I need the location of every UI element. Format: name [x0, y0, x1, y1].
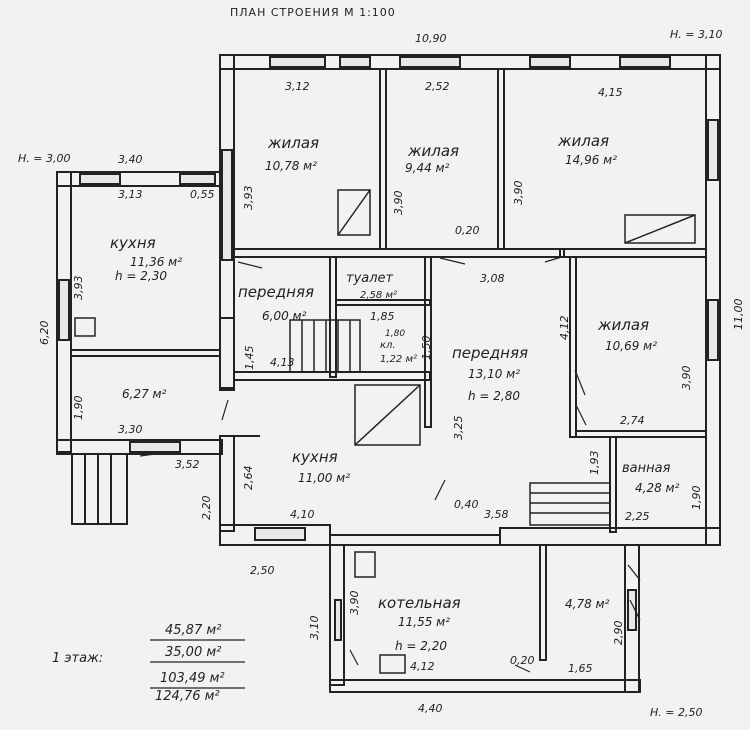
dim-label: 3,52 — [175, 458, 200, 471]
dim-label: 3,10 — [308, 616, 321, 641]
dim-label: 0,20 — [455, 224, 480, 237]
height-mark-top-left: Н. = 3,00 — [18, 152, 70, 165]
legend-line-2: 35,00 м² — [165, 645, 221, 660]
dim-label: 1,45 — [243, 346, 256, 371]
dim-label: 2,64 — [242, 466, 255, 491]
dim-label: 4,12 — [410, 660, 435, 673]
room-zhilaya-1-name: жилая — [267, 134, 319, 152]
height-mark-top-right: Н. = 3,10 — [670, 28, 722, 41]
room-zhilaya-4-area: 10,69 м² — [605, 339, 657, 353]
room-zhilaya-3-area: 14,96 м² — [565, 153, 617, 167]
dim-label: 6,20 — [38, 321, 51, 346]
room-kuhnya-2-name: кухня — [292, 448, 338, 466]
room-perednyaya-1-area: 6,00 м² — [262, 309, 307, 323]
room-627-area: 6,27 м² — [122, 387, 167, 401]
room-kotelnaya-height: h = 2,20 — [395, 639, 447, 653]
room-zhilaya-1-area: 10,78 м² — [265, 159, 317, 173]
dim-label: 3,90 — [348, 591, 361, 616]
room-pantry-area: 1,22 м² — [380, 354, 417, 365]
walls — [56, 54, 721, 693]
legend-line-1: 45,87 м² — [165, 623, 221, 638]
dim-label: 4,13 — [270, 356, 295, 369]
room-zhilaya-3-name: жилая — [557, 132, 609, 150]
dim-label: 3,25 — [452, 416, 465, 441]
dim-label: 10,90 — [415, 32, 447, 45]
dim-label: 3,90 — [512, 181, 525, 206]
dim-label: 1,65 — [568, 662, 593, 675]
dim-label: 2,50 — [250, 564, 275, 577]
room-vannaya-name: ванная — [622, 461, 671, 476]
dim-label: 3,90 — [392, 191, 405, 216]
dim-label: 4,15 — [598, 86, 623, 99]
height-mark-bottom-right: Н. = 2,50 — [650, 706, 702, 719]
door-swings — [139, 255, 641, 673]
dim-label: 0,55 — [190, 188, 215, 201]
room-tualet-area: 2,58 м² — [360, 290, 397, 301]
dim-label: 3,93 — [242, 186, 255, 211]
room-zhilaya-2-area: 9,44 м² — [405, 161, 450, 175]
area-legend: 1 этаж: 45,87 м² 35,00 м² 103,49 м² 124,… — [52, 623, 245, 704]
room-kotelnaya-area: 11,55 м² — [398, 615, 450, 629]
room-vannaya-area: 4,28 м² — [635, 481, 680, 495]
room-zhilaya-2-name: жилая — [407, 142, 459, 160]
dim-label: 3,08 — [480, 272, 505, 285]
dim-label: 4,12 — [558, 316, 571, 341]
dim-label: 3,40 — [118, 153, 143, 166]
dim-label: 0,40 — [454, 498, 479, 511]
dimension-labels: 10,90 3,12 2,52 4,15 3,40 3,13 0,55 3,93… — [38, 32, 745, 715]
legend-label: 1 этаж: — [52, 651, 103, 666]
dim-label: 4,10 — [290, 508, 315, 521]
dim-label: 3,93 — [72, 276, 85, 301]
dim-label: 2,25 — [625, 510, 650, 523]
dim-label: 3,12 — [285, 80, 310, 93]
room-zhilaya-4-name: жилая — [597, 316, 649, 334]
legend-line-3: 103,49 м² — [160, 671, 225, 686]
dim-label: 1,90 — [690, 486, 703, 511]
room-kotelnaya-name: котельная — [378, 594, 461, 612]
dim-label: 4,40 — [418, 702, 443, 715]
room-perednyaya-2-height: h = 2,80 — [468, 389, 520, 403]
room-kuhnya-1-height: h = 2,30 — [115, 269, 167, 283]
dim-label: 1,50 — [420, 336, 433, 361]
room-478-area: 4,78 м² — [565, 597, 610, 611]
room-kuhnya-2-area: 11,00 м² — [298, 471, 350, 485]
dim-label: 1,93 — [588, 451, 601, 476]
plan-title: ПЛАН СТРОЕНИЯ М 1:100 — [230, 6, 396, 19]
dim-label: 0,20 — [510, 654, 535, 667]
dim-label: 3,13 — [118, 188, 143, 201]
room-perednyaya-2-area: 13,10 м² — [468, 367, 520, 381]
dim-label: 1,90 — [72, 396, 85, 421]
room-perednyaya-2-name: передняя — [452, 344, 528, 362]
dim-label: 2,20 — [200, 496, 213, 521]
dim-label: 3,58 — [484, 508, 509, 521]
legend-line-4: 124,76 м² — [155, 689, 220, 704]
room-perednyaya-1-name: передняя — [238, 283, 314, 301]
internal-stairs — [289, 319, 611, 526]
room-kuhnya-1-name: кухня — [110, 234, 156, 252]
room-pantry-name: кл. — [380, 340, 396, 351]
room-kuhnya-1-area: 11,36 м² — [130, 255, 182, 269]
room-tualet-name: туалет — [346, 271, 394, 286]
dim-label: 2,74 — [620, 414, 645, 427]
dim-label: 1,85 — [370, 310, 395, 323]
dim-label: 3,90 — [680, 366, 693, 391]
dim-label: 11,00 — [732, 299, 745, 331]
dim-label: 2,52 — [425, 80, 450, 93]
stove-fixtures — [74, 189, 696, 674]
dim-label: 3,30 — [118, 423, 143, 436]
dim-label: 2,90 — [612, 621, 625, 646]
dim-label: 1,80 — [385, 329, 405, 339]
